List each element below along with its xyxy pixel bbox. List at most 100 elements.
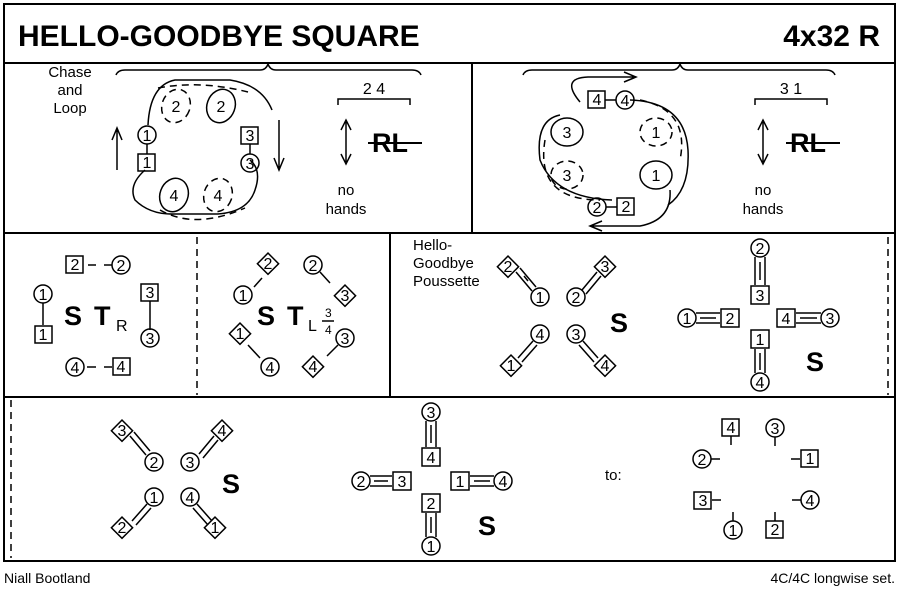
dancer-4-loop-dashed xyxy=(202,177,234,213)
svg-text:2: 2 xyxy=(357,474,366,491)
dancer-1-circle xyxy=(639,160,673,190)
svg-text:3: 3 xyxy=(146,285,155,302)
svg-text:3: 3 xyxy=(341,331,350,348)
chase-label-line3: Loop xyxy=(53,100,86,117)
set-description: 4C/4C longwise set. xyxy=(770,570,895,586)
dance-title: HELLO-GOODBYE SQUARE xyxy=(18,20,420,53)
svg-text:3: 3 xyxy=(756,288,765,305)
svg-text:2: 2 xyxy=(172,99,181,116)
svg-text:2: 2 xyxy=(117,258,126,275)
svg-text:2: 2 xyxy=(217,99,226,116)
chase-track-bottom xyxy=(132,159,259,215)
svg-text:1: 1 xyxy=(456,474,465,491)
svg-text:1: 1 xyxy=(806,451,815,468)
svg-text:1: 1 xyxy=(729,523,738,540)
svg-text:3: 3 xyxy=(341,288,350,305)
panel-set-turn-right: 2 2 1 1 3 3 4 4 S T R xyxy=(33,255,160,377)
poussette-label-line1: Hello- xyxy=(413,237,452,254)
svg-text:4: 4 xyxy=(621,93,630,110)
poussette-label-line2: Goodbye xyxy=(413,255,474,272)
set-label-5: S xyxy=(222,469,240,499)
panel-final-positions: to: 4 3 2 1 3 4 1 2 xyxy=(605,418,820,540)
svg-text:1: 1 xyxy=(211,520,220,537)
bars-bracket xyxy=(337,98,411,105)
dancer-2-circle xyxy=(205,88,237,124)
svg-text:2: 2 xyxy=(572,290,581,307)
set-label-4: S xyxy=(806,347,824,377)
panel-set-turn-left-three-quarters: 2 1 2 3 1 4 3 4 S T L 3 4 xyxy=(228,252,357,379)
panel-hello-goodbye-poussette: Hello- Goodbye Poussette 2 1 3 2 4 1 3 4… xyxy=(413,237,628,378)
svg-text:4: 4 xyxy=(782,311,791,328)
fraction-denominator: 4 xyxy=(325,323,332,337)
double-arrow-icon xyxy=(340,118,352,166)
svg-text:1: 1 xyxy=(143,128,152,145)
svg-text:1: 1 xyxy=(39,287,48,304)
panel-chase-and-loop: Chase and Loop 2 2 4 4 1 1 3 3 2 4 RL xyxy=(48,61,422,221)
svg-text:3: 3 xyxy=(246,128,255,145)
down-arrow-icon xyxy=(273,120,285,172)
svg-text:3: 3 xyxy=(826,311,835,328)
set-label-6: S xyxy=(478,511,496,541)
no-hands-line2: hands xyxy=(326,201,367,218)
svg-text:1: 1 xyxy=(427,539,436,556)
no-hands-line1: no xyxy=(338,182,355,199)
turn-label-2: T xyxy=(287,301,304,331)
svg-text:1: 1 xyxy=(652,168,661,185)
svg-text:4: 4 xyxy=(756,375,765,392)
turn-right-sub: R xyxy=(116,318,128,335)
phrase-bracket-2 xyxy=(522,61,836,76)
bars-label-2: 3 1 xyxy=(780,81,802,98)
svg-text:3: 3 xyxy=(563,168,572,185)
svg-text:2: 2 xyxy=(427,496,436,513)
svg-text:4: 4 xyxy=(117,359,126,376)
up-arrow-icon xyxy=(111,126,123,170)
svg-text:3: 3 xyxy=(118,423,127,440)
svg-text:4: 4 xyxy=(214,188,223,205)
svg-text:3: 3 xyxy=(398,474,407,491)
dancer-1-dashed xyxy=(639,117,673,147)
svg-text:2: 2 xyxy=(118,520,127,537)
svg-text:4: 4 xyxy=(218,423,227,440)
phrase-bracket xyxy=(115,61,422,76)
svg-text:2: 2 xyxy=(593,200,602,217)
svg-text:1: 1 xyxy=(507,358,516,375)
svg-text:1: 1 xyxy=(236,326,245,343)
chase-label-line2: and xyxy=(57,82,82,99)
dancer-4-circle xyxy=(158,177,190,213)
svg-text:4: 4 xyxy=(266,360,275,377)
dancer-3-dashed xyxy=(550,160,584,190)
svg-text:3: 3 xyxy=(563,125,572,142)
to-label: to: xyxy=(605,467,622,484)
bars-label: 2 4 xyxy=(363,81,385,98)
svg-text:3: 3 xyxy=(699,493,708,510)
svg-text:4: 4 xyxy=(71,360,80,377)
svg-text:4: 4 xyxy=(593,92,602,109)
chase-label-line1: Chase xyxy=(48,64,91,81)
svg-text:2: 2 xyxy=(698,452,707,469)
svg-text:4: 4 xyxy=(427,450,436,467)
dancer-2-loop-dashed xyxy=(160,88,192,124)
svg-text:3: 3 xyxy=(572,327,581,344)
svg-text:4: 4 xyxy=(309,359,318,376)
svg-text:4: 4 xyxy=(806,493,815,510)
svg-text:2: 2 xyxy=(150,455,159,472)
no-hands-2-line2: hands xyxy=(743,201,784,218)
svg-text:4: 4 xyxy=(499,474,508,491)
set-label: S xyxy=(64,301,82,331)
svg-text:1: 1 xyxy=(239,288,248,305)
turn-left-sub: L xyxy=(308,318,317,335)
chase-track-top xyxy=(147,79,273,126)
author-credit: Niall Bootland xyxy=(4,570,90,586)
svg-text:4: 4 xyxy=(601,358,610,375)
svg-text:3: 3 xyxy=(771,421,780,438)
no-hands-2-line1: no xyxy=(755,182,772,199)
svg-text:1: 1 xyxy=(39,327,48,344)
svg-text:1: 1 xyxy=(150,490,159,507)
svg-text:1: 1 xyxy=(756,332,765,349)
right-arrow-icon xyxy=(571,71,638,103)
outer-frame xyxy=(3,3,896,562)
fraction-numerator: 3 xyxy=(325,306,332,320)
loop-track-dashed xyxy=(159,207,246,221)
svg-text:2: 2 xyxy=(622,199,631,216)
svg-text:4: 4 xyxy=(727,420,736,437)
